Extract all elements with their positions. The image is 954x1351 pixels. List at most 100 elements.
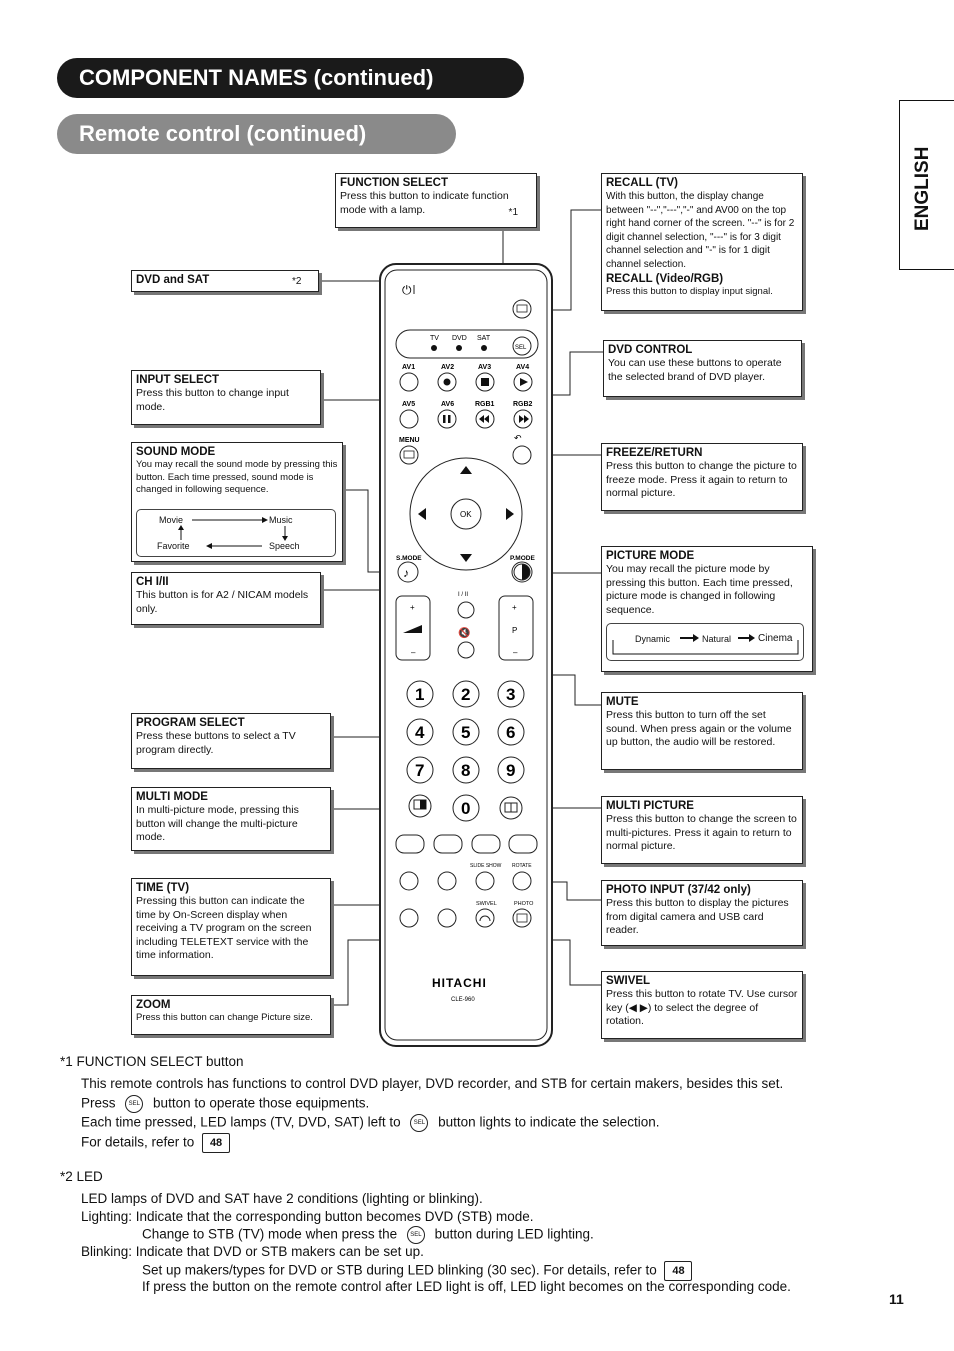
digit-3-button[interactable] — [497, 680, 525, 708]
remote-diagram: ⏻ TV DVD SAT SEL AV1 AV2 AV3 AV4 AV5 AV6… — [320, 209, 603, 1047]
callout-text: Press this button to indicate function m… — [340, 190, 509, 216]
color-key-2[interactable] — [433, 834, 463, 854]
callout-text: Press this button to rotate TV. Use curs… — [606, 988, 798, 1027]
callout-text: With this button, the display change bet… — [606, 191, 795, 270]
footnote-text: Change to STB (TV) mode when press the — [142, 1226, 398, 1242]
callout-sound-mode: SOUND MODE You may recall the sound mode… — [131, 442, 343, 562]
page-reference-book-icon[interactable]: 48 — [202, 1133, 231, 1153]
time-button[interactable] — [399, 908, 419, 928]
digit-0-button[interactable] — [452, 794, 480, 822]
zoom-button[interactable] — [437, 908, 457, 928]
brand-logo: HITACHI — [432, 976, 487, 990]
seq-speech: Speech — [269, 541, 300, 551]
digit-6-button[interactable] — [497, 718, 525, 746]
photo-input-button[interactable] — [512, 908, 532, 928]
ch-button[interactable] — [457, 601, 475, 619]
color-key-4[interactable] — [508, 834, 538, 854]
callout-title: SWIVEL — [606, 975, 651, 987]
footnote-text: For details, refer to — [81, 1134, 195, 1150]
program-rocker[interactable] — [498, 595, 534, 661]
digit-7-label: 7 — [415, 761, 424, 780]
photo-label: PHOTO — [514, 901, 534, 907]
callout-text: You can use these buttons to operate the… — [608, 357, 782, 383]
rotate-button[interactable] — [512, 871, 532, 891]
sel-button[interactable]: SEL — [512, 336, 532, 356]
svg-text:SEL: SEL — [515, 345, 527, 351]
forward-icon — [519, 415, 529, 423]
digit-9-button[interactable] — [497, 756, 525, 784]
subsection-title: Remote control (continued) — [79, 121, 367, 146]
headphones-icon — [479, 915, 491, 922]
footnote-1-line: Press SEL button to operate those equipm… — [81, 1095, 369, 1113]
camera-icon — [516, 913, 528, 923]
section-title: COMPONENT NAMES (continued) — [79, 65, 434, 90]
page-reference-book-icon[interactable]: 48 — [664, 1261, 693, 1281]
footnote-text: button lights to indicate the selection. — [438, 1114, 660, 1130]
sel-icon: SEL — [410, 1114, 429, 1132]
power-icon[interactable]: ⏻ — [402, 283, 415, 297]
model-label: CLE-960 — [451, 997, 475, 1003]
pause-icon — [443, 415, 451, 423]
sound-mode-button[interactable] — [397, 561, 419, 583]
callout-text: Press this button to turn off the set so… — [606, 709, 792, 748]
digit-3-label: 3 — [506, 685, 515, 704]
callout-title: PHOTO INPUT (37/42 only) — [606, 884, 751, 896]
pmode-label: P.MODE — [510, 555, 535, 562]
digit-2-label: 2 — [461, 685, 470, 704]
color-key-3[interactable] — [471, 834, 501, 854]
volume-icon — [403, 625, 422, 633]
swivel-button[interactable] — [475, 908, 495, 928]
menu-button[interactable] — [399, 445, 419, 465]
digit-4-label: 4 — [415, 723, 425, 742]
led-tv — [431, 345, 437, 351]
callout-text: Pressing this button can indicate the ti… — [136, 895, 312, 961]
left-arrow-icon[interactable] — [418, 508, 426, 520]
av5-button[interactable] — [399, 409, 419, 429]
led-dvd-label: DVD — [452, 335, 467, 342]
digit-4-button[interactable] — [406, 718, 434, 746]
teletext-button-1[interactable] — [399, 871, 419, 891]
callout-title: MUTE — [606, 696, 639, 708]
digit-6-label: 6 — [506, 723, 515, 742]
teletext-button-2[interactable] — [437, 871, 457, 891]
recall-button[interactable] — [512, 299, 532, 319]
footnote-2-line: LED lamps of DVD and SAT have 2 conditio… — [81, 1191, 483, 1206]
digit-7-button[interactable] — [406, 756, 434, 784]
footnote-2-line: If press the button on the remote contro… — [142, 1279, 791, 1294]
callout-title: FREEZE/RETURN — [606, 447, 703, 459]
callout-title: MULTI PICTURE — [606, 800, 694, 812]
callout-title: CH I/II — [136, 576, 169, 588]
freeze-return-button[interactable] — [512, 445, 532, 465]
callout-text: This button is for A2 / NICAM models onl… — [136, 589, 309, 615]
slideshow-button[interactable] — [475, 871, 495, 891]
ok-button[interactable] — [450, 498, 482, 530]
callout-title: INPUT SELECT — [136, 374, 220, 386]
color-key-1[interactable] — [395, 834, 425, 854]
rotate-label: ROTATE — [512, 863, 532, 869]
digit-2-button[interactable] — [452, 680, 480, 708]
footnote-text: Set up makers/types for DVD or STB durin… — [142, 1262, 657, 1278]
menu-label: MENU — [399, 437, 420, 444]
callout-title: MULTI MODE — [136, 791, 208, 803]
digit-buttons — [406, 680, 525, 822]
seq-favorite: Favorite — [157, 541, 190, 551]
callout-time: TIME (TV) Pressing this button can indic… — [131, 878, 331, 976]
mute-button[interactable] — [457, 641, 475, 659]
av1-button[interactable] — [399, 372, 419, 392]
ok-label: OK — [460, 510, 472, 519]
digit-1-button[interactable] — [406, 680, 434, 708]
av6-pause-button[interactable] — [437, 409, 457, 429]
volume-rocker[interactable] — [395, 595, 431, 661]
callout-text: Press this button to change the screen t… — [606, 813, 797, 852]
digit-5-button[interactable] — [452, 718, 480, 746]
up-arrow-icon[interactable] — [460, 466, 472, 474]
svg-text:+: + — [410, 603, 415, 612]
digit-8-button[interactable] — [452, 756, 480, 784]
slideshow-label: SLIDE SHOW — [470, 863, 502, 869]
footnote-2-line: Lighting: Indicate that the correspondin… — [81, 1209, 534, 1224]
down-arrow-icon[interactable] — [460, 554, 472, 562]
right-arrow-icon[interactable] — [506, 508, 514, 520]
seq-music: Music — [269, 515, 293, 525]
footnote-2-line: Change to STB (TV) mode when press the S… — [142, 1226, 594, 1244]
footnote-text: Each time pressed, LED lamps (TV, DVD, S… — [81, 1114, 401, 1130]
